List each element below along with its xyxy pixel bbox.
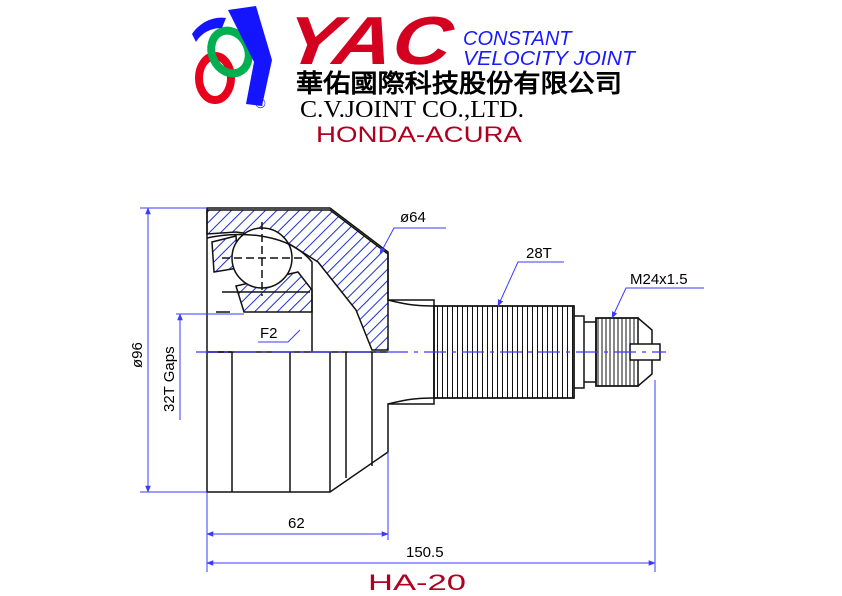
leader-f2 xyxy=(258,329,301,343)
leader-m24 xyxy=(611,287,704,319)
thread-end xyxy=(595,317,653,387)
leader-28t xyxy=(497,261,564,307)
brand-wordmark: YAC CONSTANT VELOCITY JOINT xyxy=(281,3,637,79)
dim-length-62: 62 xyxy=(288,515,305,532)
cavity-line xyxy=(207,311,232,353)
subtitle-line2: VELOCITY JOINT xyxy=(463,48,637,70)
dim-inner-gaps: 32T Gaps xyxy=(161,346,178,412)
dim-body-diameter: ø96 xyxy=(129,342,146,368)
leader-64 xyxy=(379,227,446,255)
dimensions xyxy=(140,207,704,572)
dim-length-total: 150.5 xyxy=(406,544,444,561)
registered-mark: ® xyxy=(255,95,266,111)
logo-emblem: ® xyxy=(192,6,272,111)
logo-blue-swoosh xyxy=(228,6,272,106)
application-label: HONDA-ACURA xyxy=(316,122,522,147)
chinese-company-name: 華佑國際科技股份有限公司 xyxy=(296,69,622,98)
housing-hatch-top xyxy=(206,209,389,351)
cv-joint-part xyxy=(206,207,661,493)
housing-outline xyxy=(206,207,435,493)
dim-thread: M24x1.5 xyxy=(630,271,688,288)
company-name: C.V.JOINT CO.,LTD. xyxy=(300,97,524,123)
part-number: HA-20 xyxy=(368,570,466,595)
logo-blue-swoosh-2 xyxy=(192,17,226,42)
subtitle-line1: CONSTANT xyxy=(463,28,573,50)
brand-name: YAC xyxy=(281,3,460,79)
dim-spline-teeth: 28T xyxy=(526,245,552,262)
dim-outer-diameter: ø64 xyxy=(400,209,426,226)
cage-outline xyxy=(206,233,313,352)
dim-bearing-label: F2 xyxy=(260,325,278,342)
shaft-neck xyxy=(387,299,435,405)
